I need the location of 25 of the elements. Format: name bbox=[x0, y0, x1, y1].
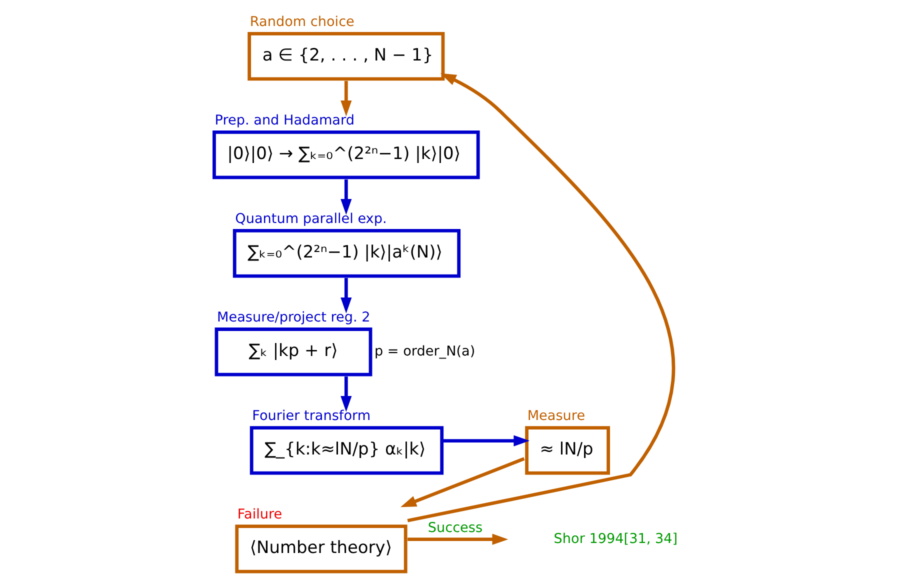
node-box: ≈ lN/p bbox=[524, 426, 610, 475]
arrow bbox=[340, 278, 352, 314]
node-box: a ∈ {2, . . . , N − 1} bbox=[247, 32, 444, 81]
node-label: Measure bbox=[526, 408, 585, 424]
node-label: Measure/project reg. 2 bbox=[216, 309, 370, 326]
node-label: p = order_N(a) bbox=[374, 343, 475, 360]
node-box: ⟨Number theory⟩ bbox=[234, 524, 407, 574]
node-box: ∑ₖ |kp + r⟩ bbox=[214, 328, 372, 376]
node-box: |0⟩|0⟩ → ∑ₖ₌₀^(2²ⁿ−1) |k⟩|0⟩ bbox=[212, 130, 480, 180]
arrow bbox=[442, 435, 530, 446]
edge-label: Success bbox=[427, 520, 482, 536]
node-box: ∑_{k:k≈lN/p} αₖ|k⟩ bbox=[249, 426, 444, 475]
node-label: Quantum parallel exp. bbox=[234, 210, 386, 227]
label: Shor 1994[31, 34] bbox=[553, 530, 678, 547]
node-box: ∑ₖ₌₀^(2²ⁿ−1) |k⟩|aᵏ(N)⟩ bbox=[232, 229, 460, 278]
arrow bbox=[340, 80, 352, 116]
node-label: Failure bbox=[236, 506, 282, 522]
node-label: Random choice bbox=[249, 14, 354, 30]
arrow bbox=[406, 73, 674, 522]
node-label: Prep. and Hadamard bbox=[214, 112, 354, 128]
node-label: Fourier transform bbox=[252, 408, 370, 424]
arrow bbox=[407, 534, 508, 545]
arrow bbox=[400, 457, 524, 508]
arrow bbox=[340, 376, 352, 412]
arrow bbox=[340, 179, 352, 215]
